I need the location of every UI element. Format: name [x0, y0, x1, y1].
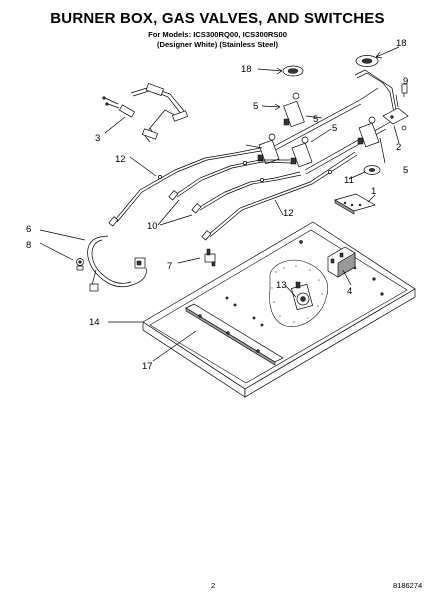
burner-box-strip [185, 303, 284, 366]
callout-5-d: 5 [403, 165, 408, 176]
callout-7: 7 [167, 261, 172, 272]
callout-14: 14 [89, 317, 100, 328]
ignition-tube-1 [108, 147, 262, 227]
callout-18-left: 18 [241, 64, 252, 75]
callout-numbers: 18 18 5 5 5 5 9 2 11 1 3 12 10 12 6 8 7 … [26, 38, 408, 372]
callout-11: 11 [344, 175, 354, 186]
page-title: BURNER BOX, GAS VALVES, AND SWITCHES [50, 10, 385, 27]
mounting-bracket [334, 193, 376, 215]
valve-switch [204, 248, 216, 267]
burner-cap-right [355, 55, 379, 67]
callout-1: 1 [371, 186, 376, 197]
gas-valve-3 [290, 136, 313, 168]
callout-18-right: 18 [396, 38, 407, 49]
callout-13: 13 [276, 280, 287, 291]
callout-2: 2 [396, 142, 401, 153]
models-line: For Models: ICS300RQ00, ICS300RS00 [148, 30, 287, 39]
power-cord [87, 235, 147, 292]
callout-8: 8 [26, 240, 31, 251]
callout-5-a: 5 [253, 101, 258, 112]
ignition-tube-3 [191, 171, 302, 214]
callout-4: 4 [347, 286, 352, 297]
callout-17: 17 [142, 361, 153, 372]
document-number: 8186274 [393, 581, 423, 590]
callout-12-left: 12 [115, 154, 126, 165]
finish-line: (Designer White) (Stainless Steel) [156, 40, 279, 49]
page-number: 2 [211, 581, 216, 590]
callout-6: 6 [26, 224, 31, 235]
valve-bracket [382, 107, 409, 125]
callout-9: 9 [403, 76, 408, 87]
callout-5-c: 5 [332, 123, 337, 134]
igniter-switch [290, 281, 314, 311]
igniter-wire-harness [102, 82, 189, 143]
gas-manifold [266, 69, 407, 175]
callout-12-right: 12 [283, 208, 294, 219]
gas-valve-2 [257, 133, 280, 165]
terminal-block [327, 246, 356, 278]
leader-lines [39, 46, 400, 362]
gas-valve-4 [357, 116, 380, 148]
cord-connector [76, 258, 84, 271]
clip [401, 83, 408, 94]
ignition-tube-2 [168, 159, 292, 201]
gas-valve-1 [283, 92, 305, 128]
callout-5-b: 5 [313, 114, 318, 125]
callout-10: 10 [147, 221, 158, 232]
callout-3: 3 [95, 133, 100, 144]
gasket-washer [363, 165, 381, 175]
ignition-tube-4 [201, 151, 358, 241]
burner-cap-left [282, 65, 304, 77]
burner-box [142, 221, 416, 398]
